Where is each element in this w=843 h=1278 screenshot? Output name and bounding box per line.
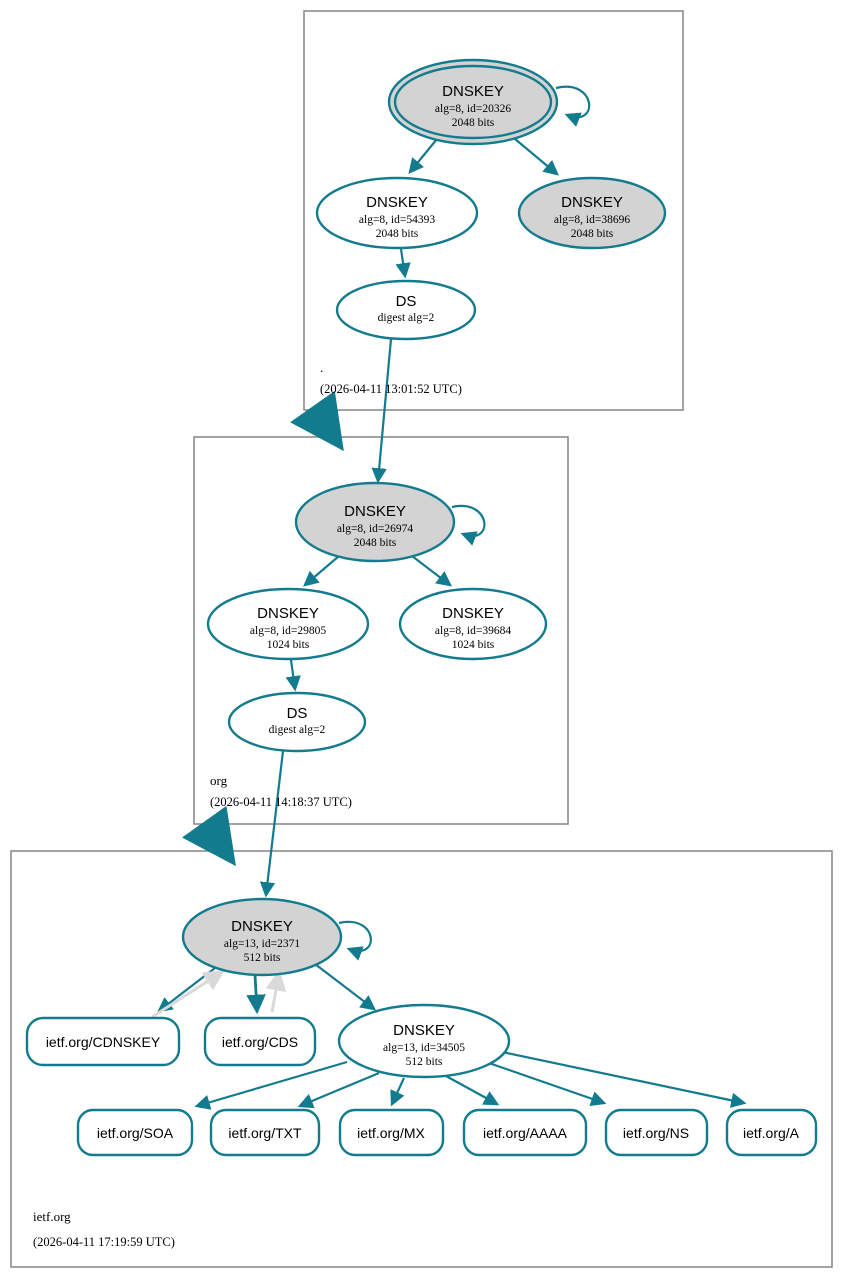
zone-timestamp: (2026-04-11 13:01:52 UTC): [320, 382, 462, 396]
rrset-node-txt[interactable]: ietf.org/TXT: [209, 1108, 321, 1157]
rrset-label: ietf.org/NS: [623, 1125, 689, 1141]
edge-ietf-ksk-self-sign: [338, 920, 372, 961]
rrset-label: ietf.org/MX: [357, 1125, 425, 1141]
zone-box-root: [303, 10, 684, 411]
node-subline-2: 512 bits: [244, 952, 281, 964]
node-subline-2: 2048 bits: [354, 537, 397, 549]
edge-org-ksk-self-sign: [451, 504, 486, 546]
zone-label-ietf-org: ietf.org (2026-04-11 17:19:59 UTC): [33, 1209, 175, 1249]
zone-label-root: . (2026-04-11 13:01:52 UTC): [320, 360, 462, 396]
edge-ietf-ksk-to-cds: [246, 974, 266, 1015]
edge-root-ksk-to-zsk-38696: [514, 138, 559, 176]
edge-ietf-zsk-to-mx: [390, 1077, 405, 1107]
delegation-root-to-org: [290, 390, 344, 452]
node-title: DNSKEY: [561, 194, 623, 211]
node-title: DNSKEY: [231, 918, 293, 935]
edge-org-ksk-to-zsk-29805: [303, 555, 340, 587]
node-org-zsk-29805[interactable]: DNSKEY alg=8, id=29805 1024 bits: [206, 587, 370, 661]
node-subline-1: alg=8, id=26974: [337, 523, 413, 535]
edge-root-ksk-self-sign: [555, 85, 591, 127]
node-subline-2: 2048 bits: [571, 228, 614, 240]
node-title: DNSKEY: [393, 1022, 455, 1039]
node-org-ksk[interactable]: DNSKEY alg=8, id=26974 2048 bits: [294, 481, 456, 563]
node-root-ksk[interactable]: DNSKEY alg=8, id=20326 2048 bits: [387, 58, 559, 146]
zone-timestamp: (2026-04-11 17:19:59 UTC): [33, 1235, 175, 1249]
rrset-node-soa[interactable]: ietf.org/SOA: [76, 1108, 194, 1157]
edge-cds-backlink-inactive: [265, 969, 287, 1013]
node-subline-1: alg=13, id=34505: [383, 1042, 465, 1054]
edge-cdnskey-backlink-inactive: [151, 970, 225, 1019]
rrset-node-aaaa[interactable]: ietf.org/AAAA: [462, 1108, 588, 1157]
node-title: DNSKEY: [442, 605, 504, 622]
zone-name: org: [210, 773, 228, 788]
node-ietf-zsk[interactable]: DNSKEY alg=13, id=34505 512 bits: [337, 1003, 511, 1079]
node-org-zsk-39684[interactable]: DNSKEY alg=8, id=39684 1024 bits: [398, 587, 548, 661]
rrset-label: ietf.org/SOA: [97, 1125, 174, 1141]
node-subline-1: alg=8, id=20326: [435, 103, 511, 115]
rrset-label: ietf.org/A: [743, 1125, 800, 1141]
node-title: DNSKEY: [344, 503, 406, 520]
rrset-node-cdnskey[interactable]: ietf.org/CDNSKEY: [25, 1016, 181, 1067]
edge-org-ksk-to-zsk-39684: [411, 555, 453, 587]
node-subline-1: digest alg=2: [378, 312, 435, 324]
rrset-node-a[interactable]: ietf.org/A: [725, 1108, 818, 1157]
zone-box-ietf-org: [10, 850, 833, 1268]
node-title: DNSKEY: [366, 194, 428, 211]
edge-ietf-ksk-to-zsk: [314, 963, 377, 1011]
zone-name: ietf.org: [33, 1209, 71, 1224]
delegation-org-to-ietf: [181, 805, 236, 867]
node-subline-2: 512 bits: [406, 1056, 443, 1068]
node-subline-1: alg=8, id=54393: [359, 214, 435, 226]
rrset-label: ietf.org/CDS: [222, 1034, 298, 1050]
node-ietf-ksk[interactable]: DNSKEY alg=13, id=2371 512 bits: [181, 897, 343, 977]
zone-name: .: [320, 360, 323, 375]
node-subline-1: digest alg=2: [269, 724, 326, 736]
node-subline-2: 1024 bits: [267, 639, 310, 651]
edge-org-zsk-to-ds-ietf: [285, 659, 301, 692]
edge-ietf-ksk-to-cdnskey: [156, 967, 216, 1013]
edge-ietf-zsk-to-ns: [485, 1060, 607, 1107]
node-subline-2: 2048 bits: [452, 117, 495, 129]
edge-root-ksk-to-zsk-54393: [408, 138, 438, 174]
zone-timestamp: (2026-04-11 14:18:37 UTC): [210, 795, 352, 809]
edge-root-zsk-to-ds-org: [395, 248, 411, 279]
node-subline-1: alg=8, id=39684: [435, 625, 511, 637]
rrset-node-ns[interactable]: ietf.org/NS: [604, 1108, 709, 1157]
node-root-zsk-38696[interactable]: DNSKEY alg=8, id=38696 2048 bits: [517, 176, 667, 250]
node-root-zsk-54393[interactable]: DNSKEY alg=8, id=54393 2048 bits: [315, 176, 479, 250]
node-subline-2: 2048 bits: [376, 228, 419, 240]
node-title: DNSKEY: [442, 83, 504, 100]
node-root-ds-org[interactable]: DS digest alg=2: [335, 279, 477, 341]
node-subline-2: 1024 bits: [452, 639, 495, 651]
edge-ietf-zsk-to-txt: [297, 1071, 380, 1109]
node-subline-1: alg=8, id=38696: [554, 214, 630, 226]
rrset-label: ietf.org/AAAA: [483, 1125, 568, 1141]
node-org-ds-ietf[interactable]: DS digest alg=2: [227, 691, 367, 753]
edge-ietf-zsk-to-aaaa: [445, 1075, 500, 1106]
rrset-node-cds[interactable]: ietf.org/CDS: [203, 1016, 317, 1067]
node-title: DS: [396, 293, 417, 310]
rrset-label: ietf.org/CDNSKEY: [46, 1034, 161, 1050]
edge-ietf-zsk-to-a: [501, 1050, 747, 1108]
node-subline-1: alg=13, id=2371: [224, 938, 300, 950]
edge-org-ds-to-ietf-ksk: [259, 750, 285, 898]
node-subline-1: alg=8, id=29805: [250, 625, 326, 637]
edge-root-ds-to-org-ksk: [371, 338, 393, 484]
rrset-label: ietf.org/TXT: [228, 1125, 302, 1141]
rrset-node-mx[interactable]: ietf.org/MX: [338, 1108, 445, 1157]
zone-label-org: org (2026-04-11 14:18:37 UTC): [210, 773, 352, 809]
node-title: DS: [287, 705, 308, 722]
node-title: DNSKEY: [257, 605, 319, 622]
edge-ietf-zsk-to-soa: [194, 1060, 348, 1110]
